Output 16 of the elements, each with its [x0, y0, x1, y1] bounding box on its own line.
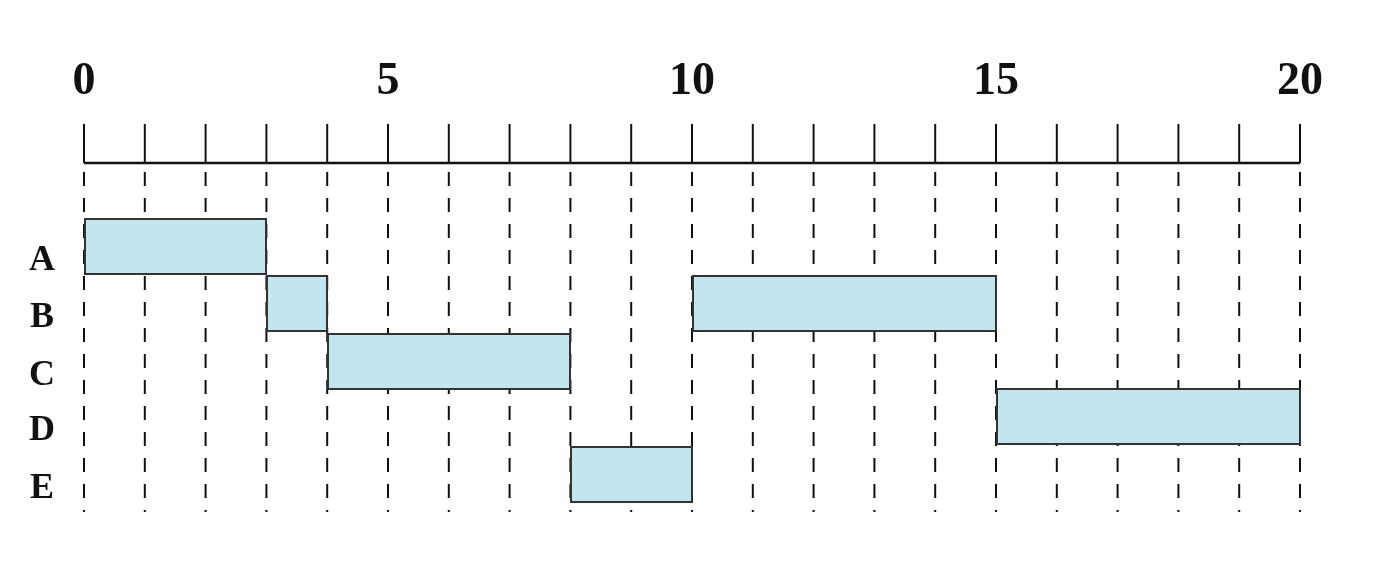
row-label: C [29, 355, 55, 391]
row-label: E [30, 468, 54, 504]
tick-label: 15 [973, 56, 1019, 102]
tick-label: 5 [376, 56, 400, 102]
gantt-bar [996, 388, 1301, 445]
gantt-bar [570, 446, 693, 503]
gantt-bar [84, 218, 268, 275]
gantt-bar [266, 275, 329, 332]
gantt-bar [692, 275, 997, 332]
row-label: A [29, 240, 55, 276]
tick-label: 10 [669, 56, 715, 102]
tick-label: 0 [72, 56, 96, 102]
tick-label: 20 [1277, 56, 1323, 102]
row-label: B [30, 297, 54, 333]
gantt-bar [327, 333, 572, 390]
row-label: D [29, 410, 55, 446]
